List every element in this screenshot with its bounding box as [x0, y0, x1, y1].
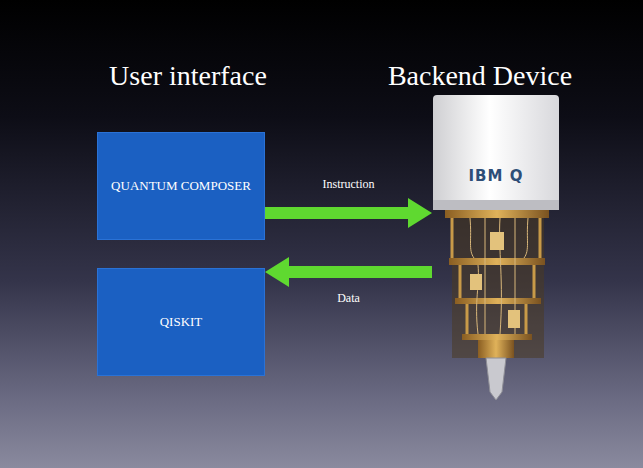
- mixing-chamber: [478, 340, 514, 358]
- arrow-label: Data: [337, 291, 360, 306]
- gold-plate: [462, 334, 532, 340]
- box-label: QISKIT: [152, 314, 211, 330]
- support-rods: [452, 218, 540, 334]
- sample-tip: [486, 358, 506, 400]
- gold-plate: [455, 298, 541, 304]
- cryostat-body: [445, 208, 549, 400]
- quantum-computer: IBM Q: [432, 95, 560, 400]
- column-heading: User interface: [109, 60, 267, 92]
- box-label: QUANTUM COMPOSER: [103, 178, 259, 194]
- cryostat-can: [433, 95, 559, 210]
- white-cylinder: [433, 95, 559, 210]
- interface-box: QISKIT: [97, 268, 265, 376]
- components: [470, 232, 520, 328]
- device-logo: IBM Q: [469, 167, 524, 185]
- flow-arrow: [265, 257, 432, 287]
- cylinder-rim: [433, 200, 559, 210]
- gold-plate: [449, 258, 545, 265]
- interface-box: QUANTUM COMPOSER: [97, 132, 265, 240]
- column-heading: Backend Device: [388, 60, 572, 92]
- coax-wires: [470, 218, 528, 334]
- gold-plate: [445, 210, 549, 218]
- cryostat-core: [452, 208, 544, 358]
- arrow-label: Instruction: [323, 177, 375, 192]
- flow-arrow: [265, 198, 432, 228]
